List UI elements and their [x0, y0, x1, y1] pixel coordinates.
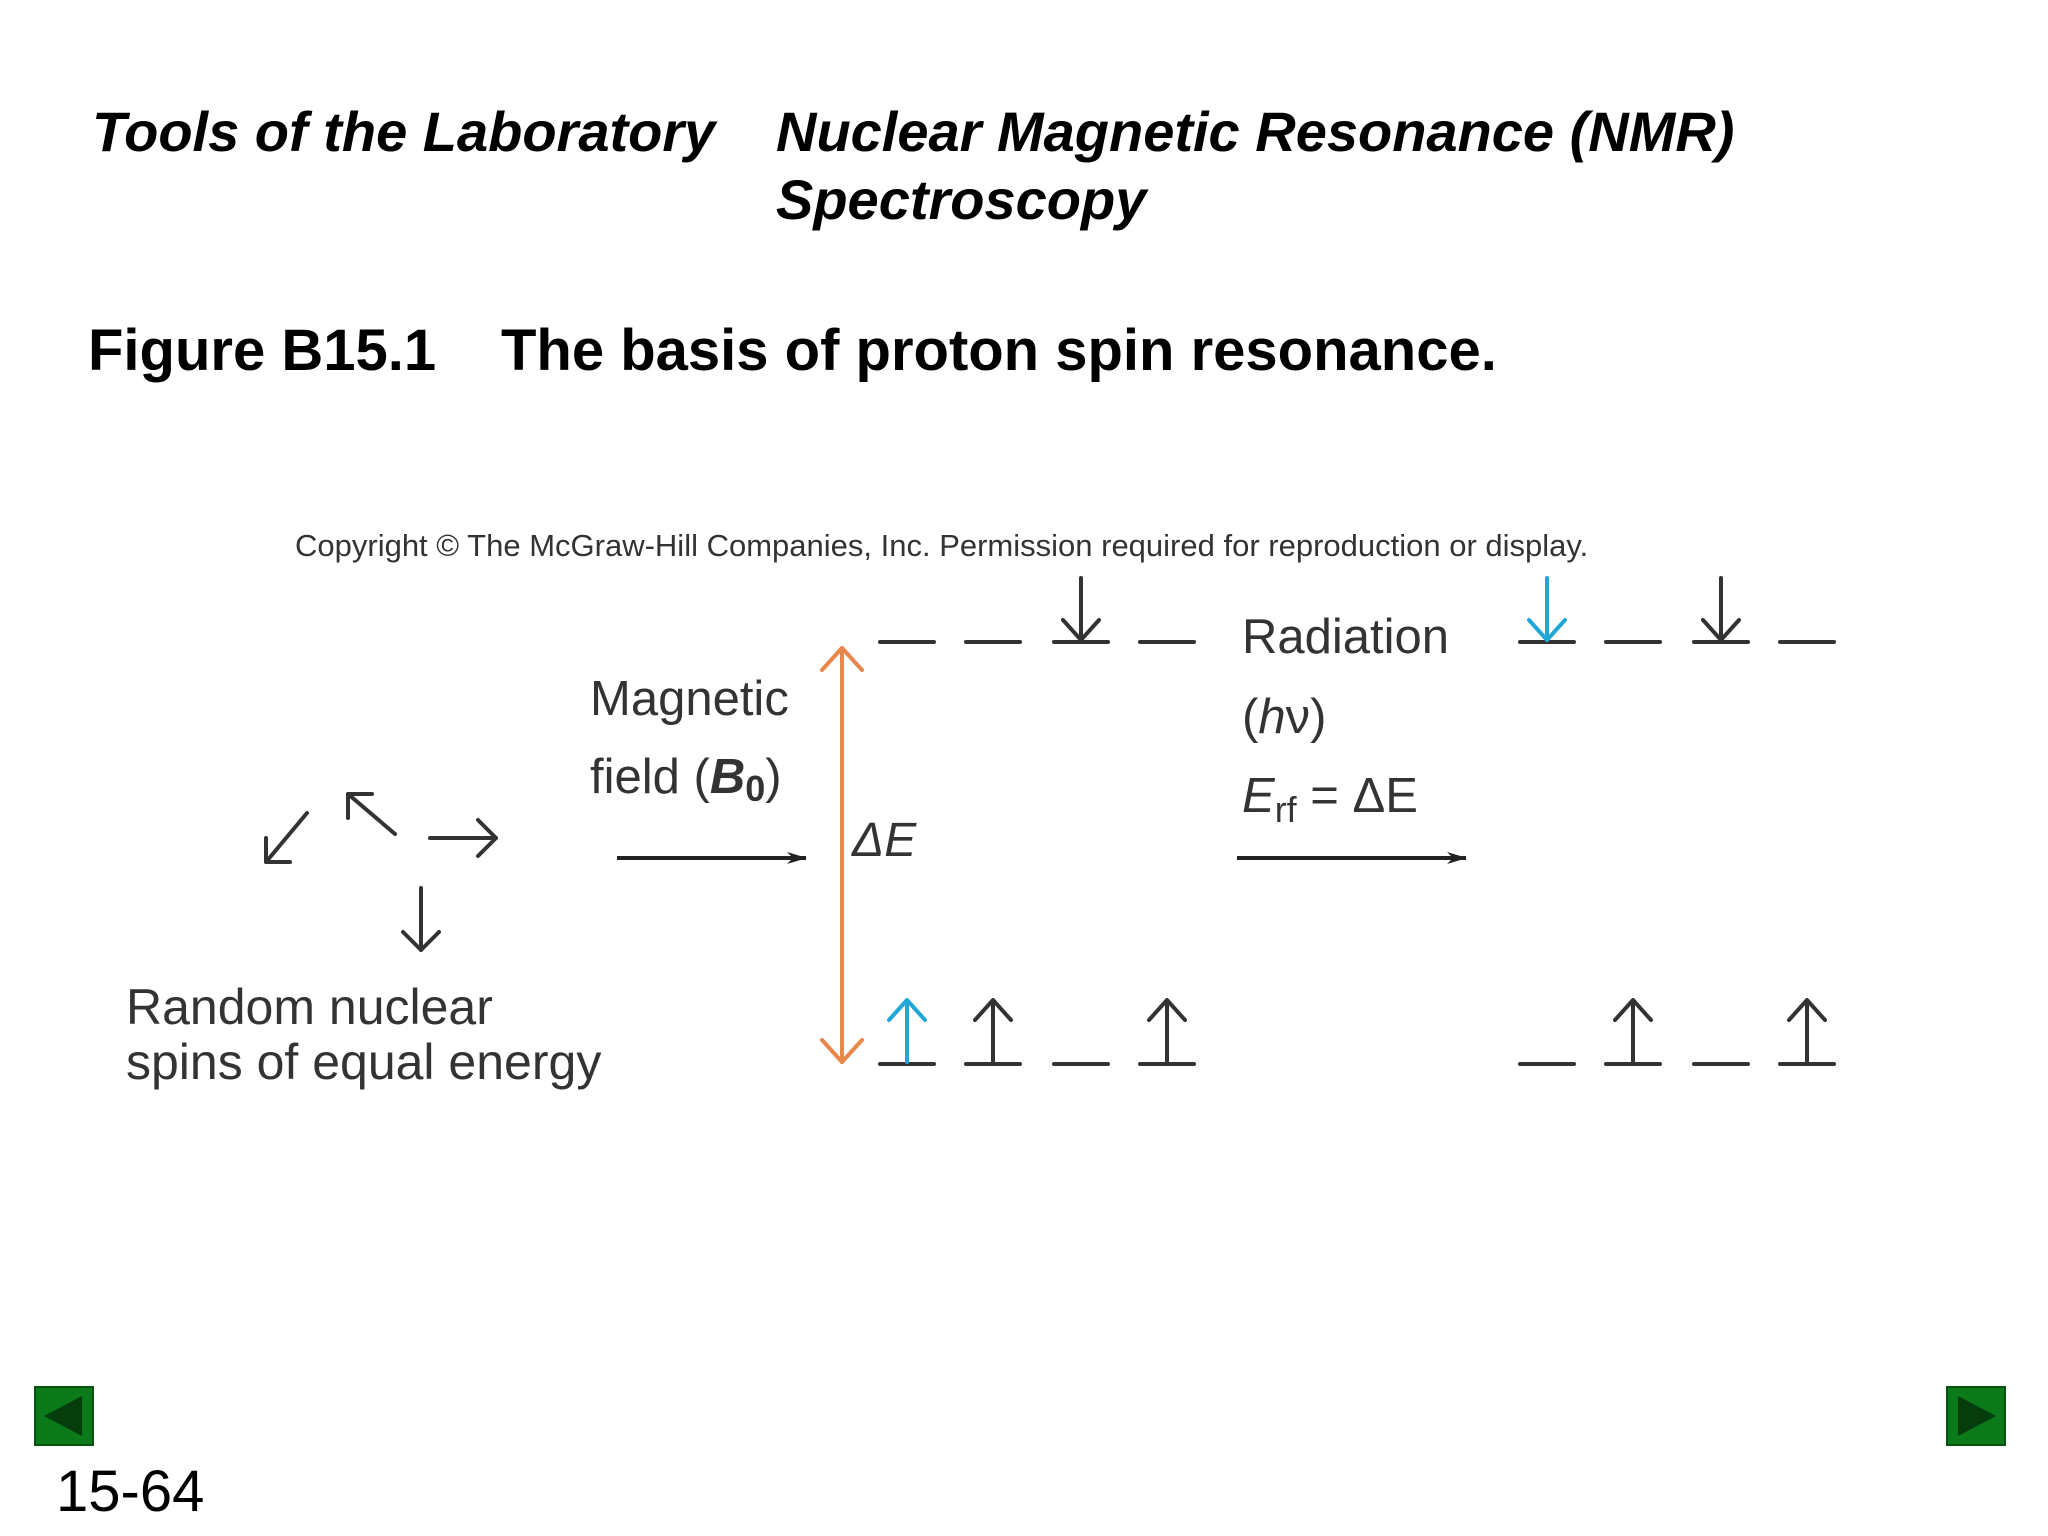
radiation-label-line-2: (hν): [1242, 690, 1326, 744]
spin-down-icon: [1692, 576, 1750, 644]
magnetic-field-suffix: ): [765, 750, 781, 804]
figure-number: Figure B15.1: [88, 318, 437, 383]
radiation-nu: ν: [1286, 690, 1311, 744]
middle-upper-level: [878, 576, 1196, 644]
magnetic-field-label-line-1: Magnetic: [590, 672, 789, 726]
copyright-notice: Copyright © The McGraw-Hill Companies, I…: [295, 528, 1588, 563]
erf-label: Erf = ΔE: [1242, 769, 1418, 830]
random-spins: [264, 792, 498, 952]
spin-resonance-diagram: Copyright © The McGraw-Hill Companies, I…: [126, 528, 1836, 1090]
spin-arrow-down-icon: [401, 886, 441, 952]
spin-down-icon: [1052, 576, 1110, 644]
spin-arrow-up-left-icon: [346, 792, 397, 836]
figure-caption: The basis of proton spin resonance.: [501, 318, 1497, 383]
spin-up-icon: [1138, 998, 1196, 1066]
magnetic-field-symbol: B: [710, 750, 745, 804]
next-slide-button[interactable]: [1946, 1386, 2006, 1446]
radiation-open-paren: (: [1242, 690, 1259, 744]
erf-equals: = ΔE: [1297, 769, 1418, 823]
spin-up-icon: [1778, 998, 1836, 1066]
middle-lower-level: [878, 998, 1196, 1066]
random-spins-label-line-2: spins of equal energy: [126, 1034, 601, 1090]
previous-slide-button[interactable]: [34, 1386, 94, 1446]
erf-symbol: E: [1242, 769, 1276, 823]
page-number: 15-64: [56, 1459, 205, 1524]
slide-title-line-1: Nuclear Magnetic Resonance (NMR): [776, 100, 1735, 163]
triangle-right-icon: [1958, 1396, 1996, 1436]
slide-title-line-2: Spectroscopy: [776, 168, 1147, 231]
spin-up-icon: [964, 998, 1022, 1066]
spin-down-highlight-icon: [1518, 576, 1576, 644]
radiation-h: h: [1258, 690, 1285, 744]
magnetic-field-subscript: 0: [745, 768, 765, 809]
delta-e-label: ΔE: [851, 814, 917, 867]
spin-arrow-right-icon: [428, 818, 498, 858]
section-title: Tools of the Laboratory: [92, 100, 716, 163]
spin-arrow-down-left-icon: [264, 811, 309, 864]
right-upper-level: [1518, 576, 1836, 644]
magnetic-field-prefix: field (: [590, 750, 711, 804]
spin-up-icon: [1604, 998, 1662, 1066]
spin-up-highlight-icon: [878, 998, 936, 1066]
random-spins-label-line-1: Random nuclear: [126, 979, 493, 1035]
slide-title: Nuclear Magnetic Resonance (NMR) Spectro…: [776, 98, 1734, 234]
energy-gap-arrow: [820, 646, 864, 1064]
radiation-close-paren: ): [1310, 690, 1326, 744]
radiation-label-line-1: Radiation: [1242, 610, 1449, 664]
right-lower-level: [1518, 998, 1836, 1066]
magnetic-field-label-line-2: field (B0): [590, 750, 782, 809]
erf-subscript: rf: [1275, 789, 1298, 830]
triangle-left-icon: [44, 1396, 82, 1436]
